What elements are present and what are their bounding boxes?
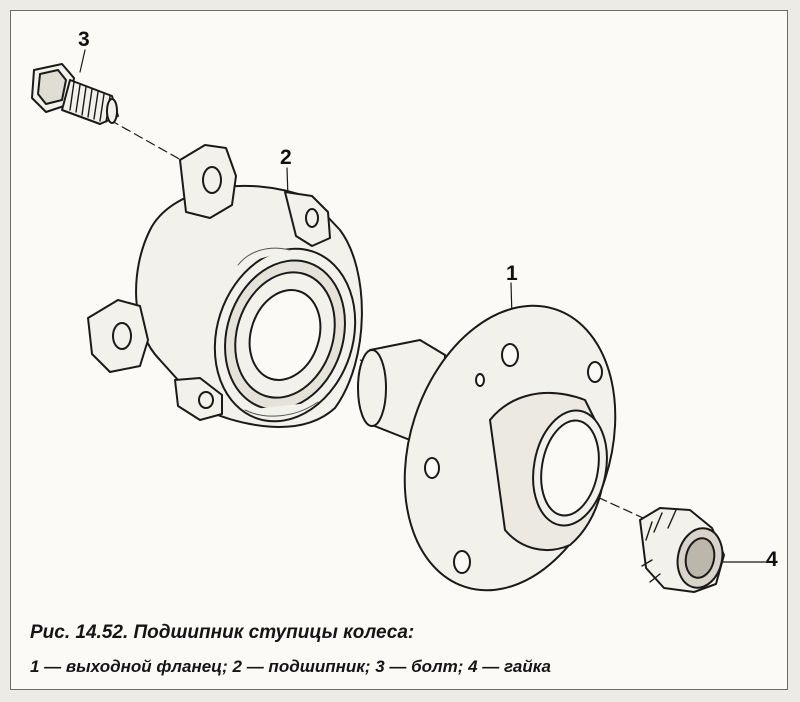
caption-legend: 1 — выходной фланец; 2 — подшипник; 3 — … [30, 657, 551, 676]
callout-3: 3 [78, 28, 90, 51]
flange-icon [357, 304, 617, 592]
callout-1: 1 [506, 262, 518, 285]
caption-title: Рис. 14.52. Подшипник ступицы колеса: [30, 622, 415, 643]
callout-4: 4 [766, 548, 778, 571]
figure-caption: Рис. 14.52. Подшипник ступицы колеса: 1 … [30, 620, 770, 680]
nut-icon [639, 507, 725, 593]
bearing-icon [87, 144, 363, 428]
callout-2: 2 [280, 146, 292, 169]
bolt-icon [31, 63, 119, 125]
